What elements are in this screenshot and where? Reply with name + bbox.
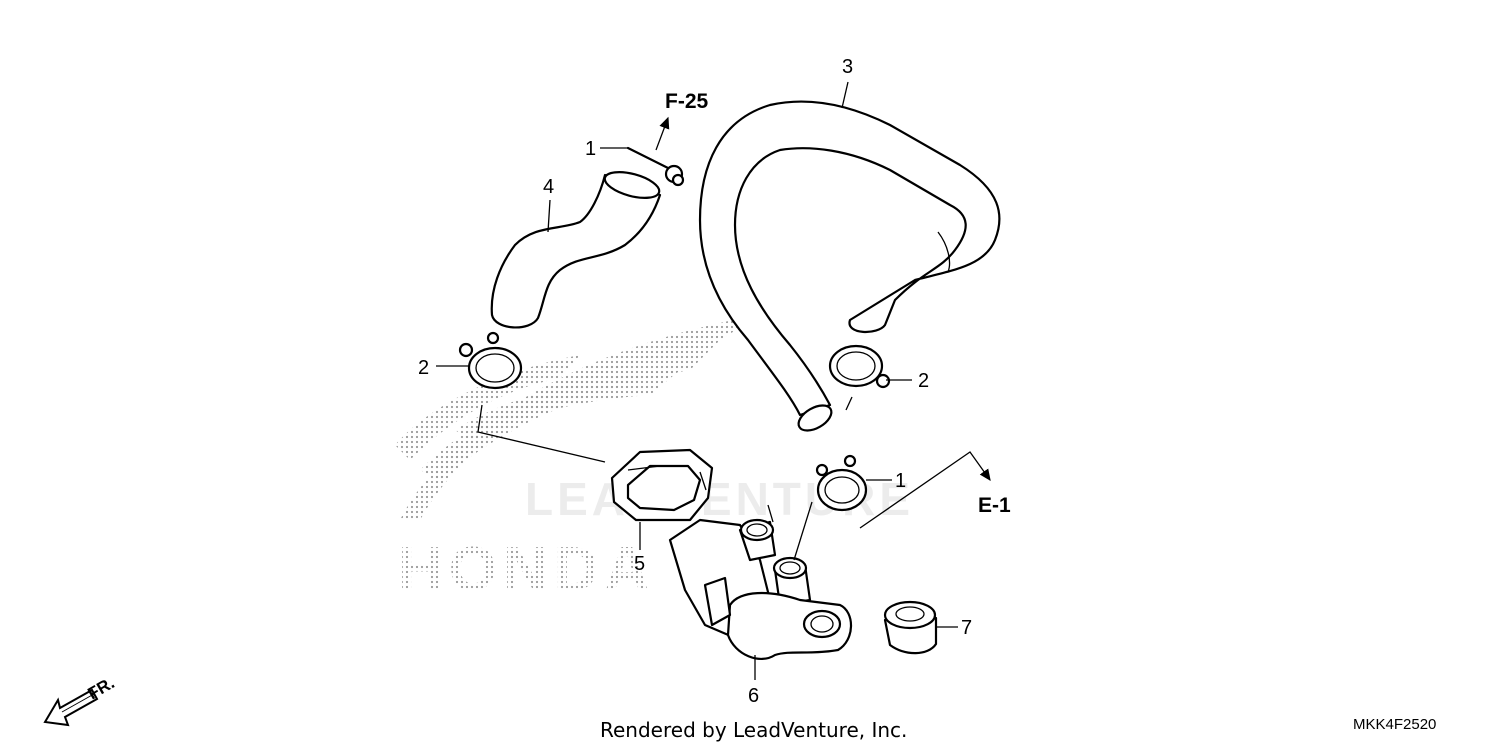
honda-wing-watermark <box>395 315 760 520</box>
leader-lines <box>436 81 991 680</box>
callout-6: 6 <box>748 685 759 707</box>
part-1-clip-top <box>626 146 685 187</box>
callout-4: 4 <box>543 176 554 198</box>
part-7-plug <box>883 600 938 655</box>
part-3-hose <box>698 100 1001 432</box>
callout-1-right: 1 <box>895 470 906 492</box>
callout-5: 5 <box>634 553 645 575</box>
ref-e1: E-1 <box>978 494 1011 517</box>
ref-f25: F-25 <box>665 90 709 113</box>
part-6-valve <box>668 518 853 660</box>
part-2-clamp-left <box>458 331 523 390</box>
diagram-code: MKK4F2520 <box>1353 716 1437 733</box>
callout-3: 3 <box>842 56 853 78</box>
callout-2-right: 2 <box>918 370 929 392</box>
part-2-clamp-right <box>828 344 891 411</box>
honda-watermark-text: HONDA <box>398 535 655 604</box>
callout-1-top: 1 <box>585 138 596 160</box>
callout-2-left: 2 <box>418 357 429 379</box>
part-5-rubber-mount <box>610 448 714 522</box>
render-credit: Rendered by LeadVenture, Inc. <box>600 718 908 742</box>
part-4-hose <box>490 171 662 329</box>
part-1-clamp-right <box>815 454 868 512</box>
callout-7: 7 <box>961 617 972 639</box>
front-direction-icon <box>43 688 99 727</box>
